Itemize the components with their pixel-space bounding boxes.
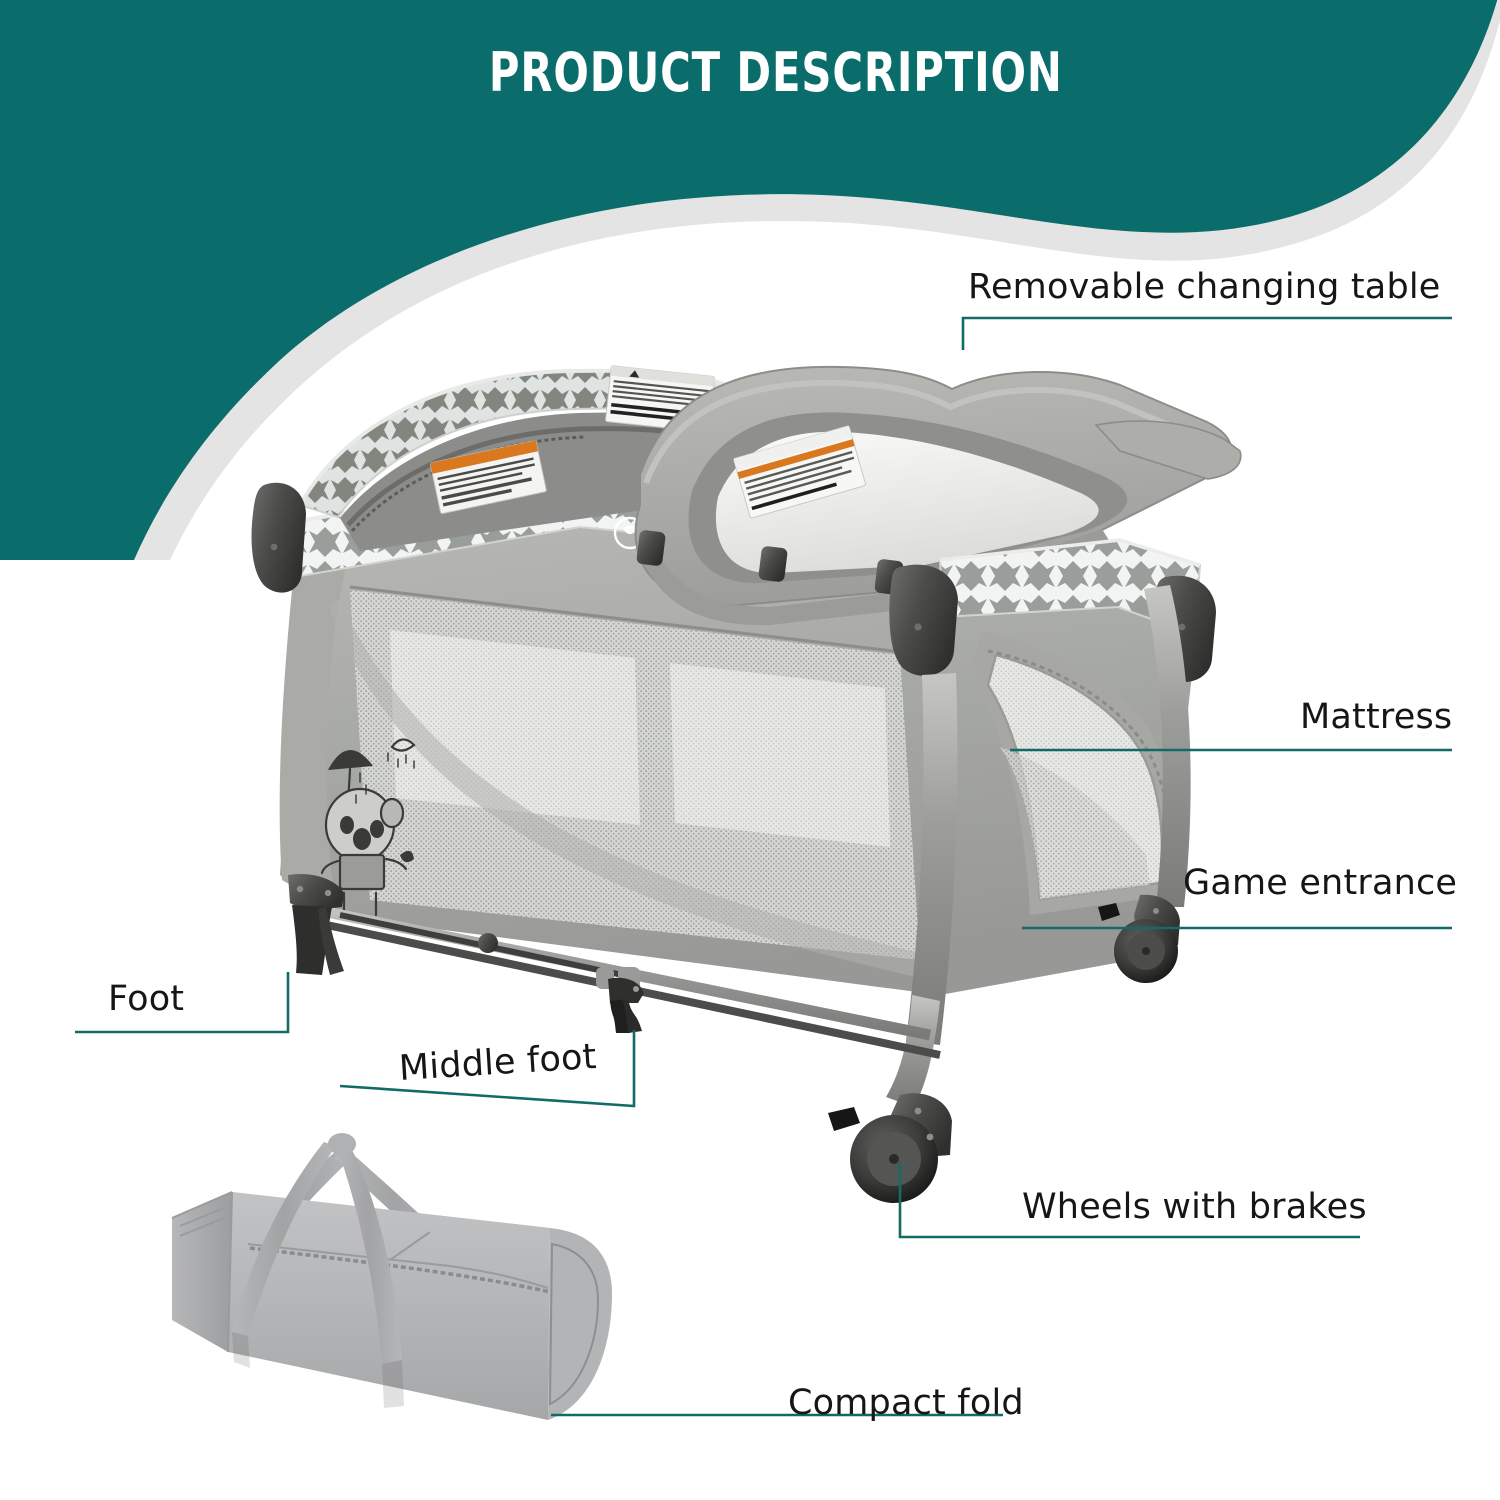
carry-strap-front — [232, 1133, 402, 1364]
warning-label-bassinet — [429, 440, 547, 514]
playard-leg-right — [906, 673, 958, 1045]
koala-graphic — [320, 738, 416, 917]
header-teal-shape — [0, 0, 1498, 560]
callout-label: Removable changing table — [968, 267, 1441, 307]
travel-carry-bag-illustration — [171, 1133, 612, 1420]
mesh-side-panel — [328, 585, 930, 980]
page-title: PRODUCT DESCRIPTION — [488, 41, 1063, 104]
middle-foot — [596, 967, 644, 1033]
callout-label: Game entrance — [1183, 863, 1458, 903]
bag-end-face — [172, 1192, 232, 1352]
wheel-with-brake-front — [828, 1093, 952, 1203]
bag-right-end — [548, 1228, 612, 1420]
callout-label: Foot — [108, 979, 185, 1019]
bag-seams — [171, 1191, 549, 1353]
bag-zipper — [249, 1246, 551, 1294]
callout-game-entrance: Game entrance — [1183, 866, 1457, 901]
bag-strap-shadow — [232, 1332, 404, 1408]
playard-illustration — [251, 365, 1242, 1203]
callout-compact-fold: Compact fold — [788, 1386, 1024, 1421]
callout-removable-changing-table: Removable changing table — [968, 270, 1441, 305]
callout-foot: Foot — [108, 982, 184, 1017]
corner-hub-left — [251, 482, 306, 593]
callout-label: Mattress — [1300, 697, 1453, 737]
warning-label-changing-table — [733, 425, 866, 519]
wheel-with-brake-rear — [1098, 894, 1180, 983]
bag-right-end-inner — [548, 1242, 600, 1406]
changing-table — [634, 365, 1242, 626]
foot-left — [288, 873, 344, 975]
callout-label: Wheels with brakes — [1022, 1187, 1367, 1227]
corner-hub-right — [889, 564, 958, 676]
callout-mattress: Mattress — [1300, 700, 1452, 735]
game-entrance-door — [970, 585, 1191, 915]
callout-wheels-with-brakes: Wheels with brakes — [1022, 1190, 1367, 1225]
callout-label: Compact fold — [788, 1383, 1024, 1423]
header-band — [0, 0, 1500, 560]
